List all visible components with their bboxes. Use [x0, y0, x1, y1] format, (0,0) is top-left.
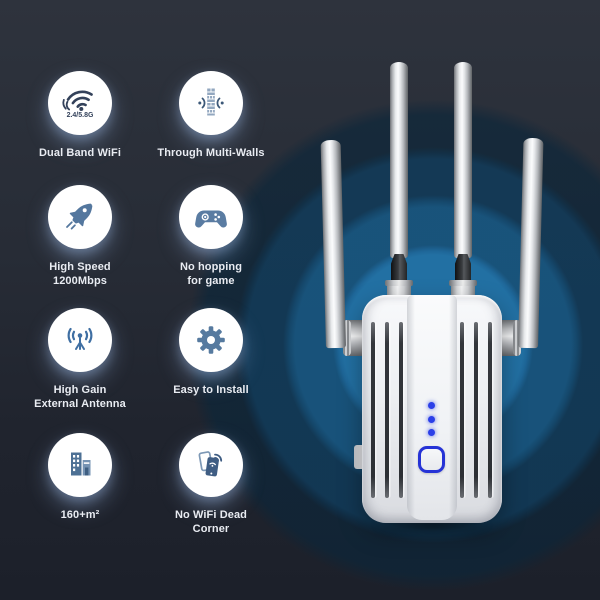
mount-ridge	[343, 320, 351, 356]
feature-circle	[179, 185, 243, 249]
feature-coverage-area: 160+m²	[5, 433, 155, 522]
wps-button	[418, 446, 445, 473]
feature-circle	[48, 433, 112, 497]
feature-through-walls: Through Multi-Walls	[136, 71, 286, 160]
gamepad-icon	[195, 210, 227, 228]
status-led	[428, 416, 435, 423]
feature-label: Easy to Install	[173, 384, 249, 396]
feature-circle	[48, 308, 112, 372]
through-walls-icon	[198, 88, 224, 116]
antenna-joint-right	[455, 254, 471, 286]
feature-circle	[179, 71, 243, 135]
rocket-icon	[66, 203, 93, 230]
antenna-icon	[67, 327, 93, 350]
vent-slot	[385, 322, 389, 498]
vent-slot	[371, 322, 375, 498]
antenna-inner-right	[454, 62, 472, 258]
vent-slot	[488, 322, 492, 498]
antenna-joint-left	[391, 254, 407, 286]
dual-band-wifi-icon: 2.4/5.8G	[62, 90, 94, 119]
band-badge: 2.4/5.8G	[67, 112, 94, 119]
feature-label: Dual Band WiFi	[39, 147, 121, 159]
gear-icon	[197, 326, 225, 354]
vent-slot	[460, 322, 464, 498]
feature-label: Through Multi-Walls	[157, 147, 265, 159]
status-led	[428, 402, 435, 409]
feature-circle: 2.4/5.8G	[48, 71, 112, 135]
feature-circle	[48, 185, 112, 249]
status-led	[428, 429, 435, 436]
feature-circle	[179, 308, 243, 372]
building-icon	[71, 452, 91, 476]
vent-slot	[474, 322, 478, 498]
mount-ridge	[513, 320, 521, 356]
feature-label: 160+m²	[60, 509, 100, 521]
feature-easy-install: Easy to Install	[136, 308, 286, 397]
phones-icon	[198, 451, 223, 477]
feature-circle	[179, 433, 243, 497]
feature-dual-band-wifi: 2.4/5.8G Dual Band WiFi	[5, 71, 155, 160]
antenna-inner-left	[390, 62, 408, 258]
vent-slot	[399, 322, 403, 498]
